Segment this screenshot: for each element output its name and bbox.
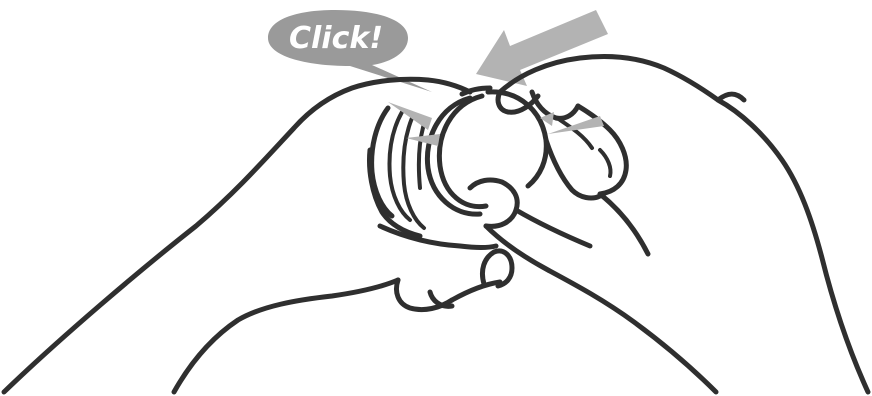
callout-text: Click! <box>289 21 383 56</box>
push-arrow-icon <box>476 10 608 86</box>
right-hand <box>470 56 868 392</box>
rotation-motion-arrows-icon <box>388 102 604 146</box>
